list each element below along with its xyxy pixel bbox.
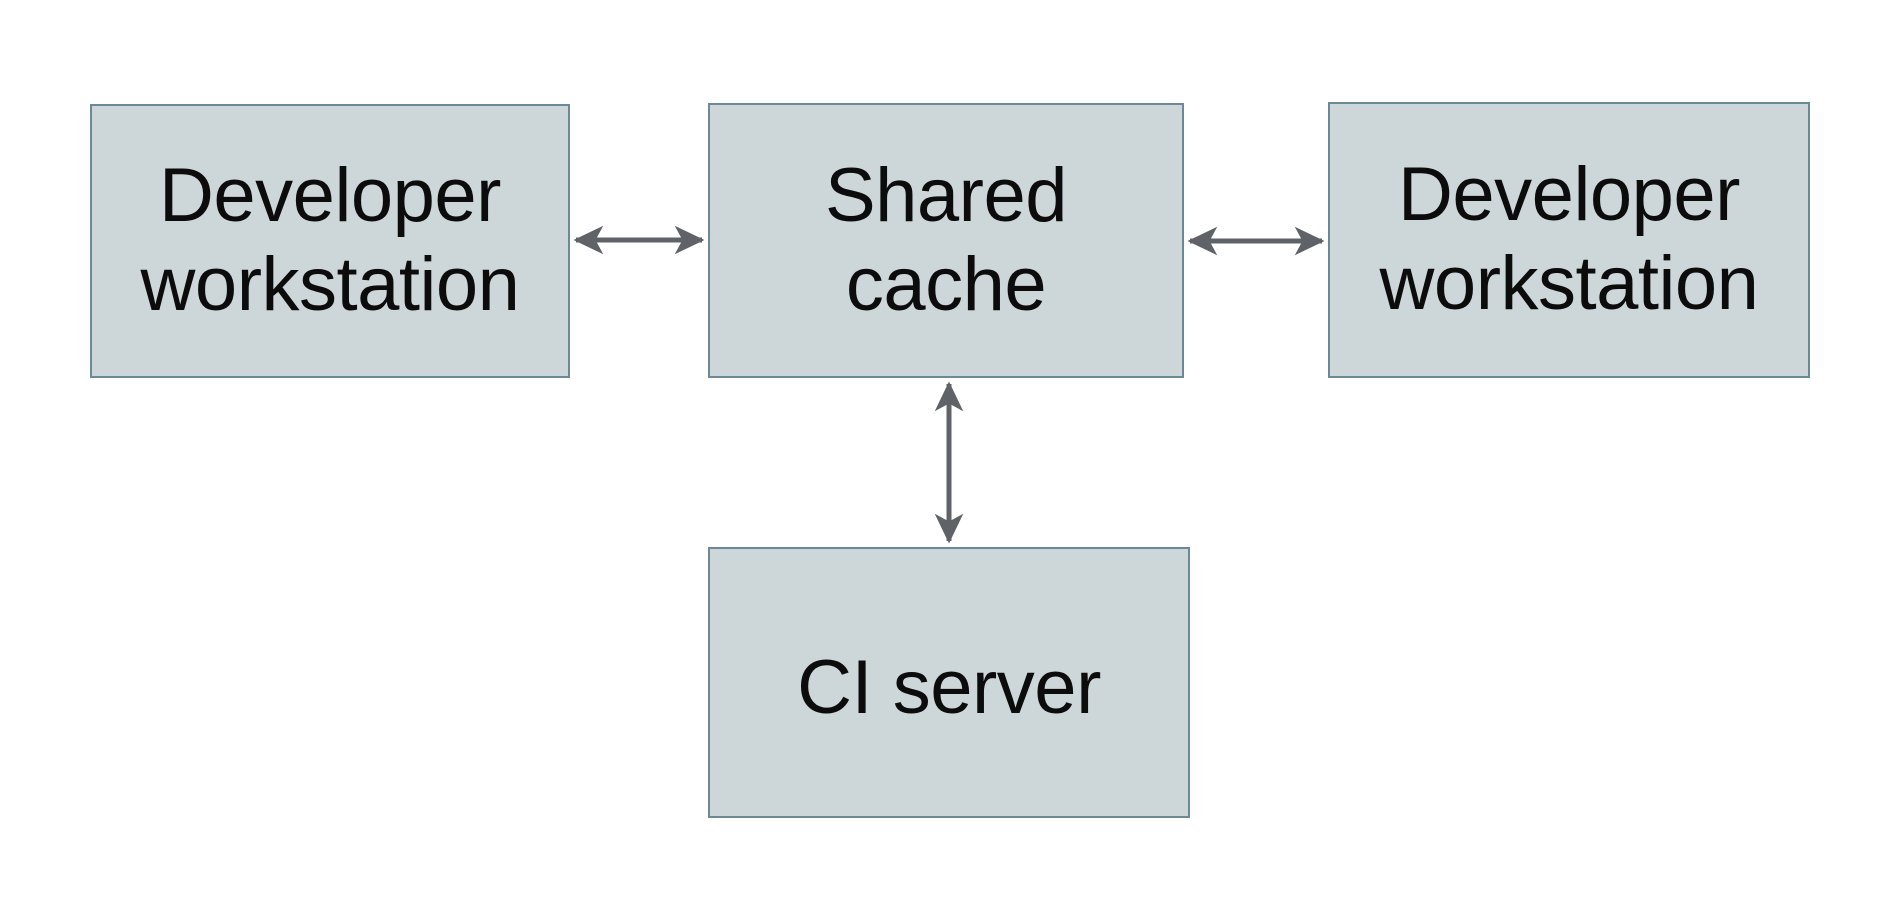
node-label-line: Developer	[159, 153, 501, 239]
node-label-line: workstation	[140, 242, 520, 327]
node-label-line: Developer	[1398, 152, 1740, 238]
node-label-line: workstation	[1379, 241, 1759, 326]
node-label-line: Shared	[824, 152, 1068, 238]
node-developer-workstation-left: Developer workstation	[90, 104, 570, 378]
node-developer-workstation-right: Developer workstation	[1328, 102, 1810, 378]
node-label-line: CI server	[797, 645, 1101, 731]
node-ci-server: CI server	[708, 547, 1190, 818]
node-label-line: cache	[845, 241, 1047, 327]
node-shared-cache: Shared cache	[708, 103, 1184, 378]
